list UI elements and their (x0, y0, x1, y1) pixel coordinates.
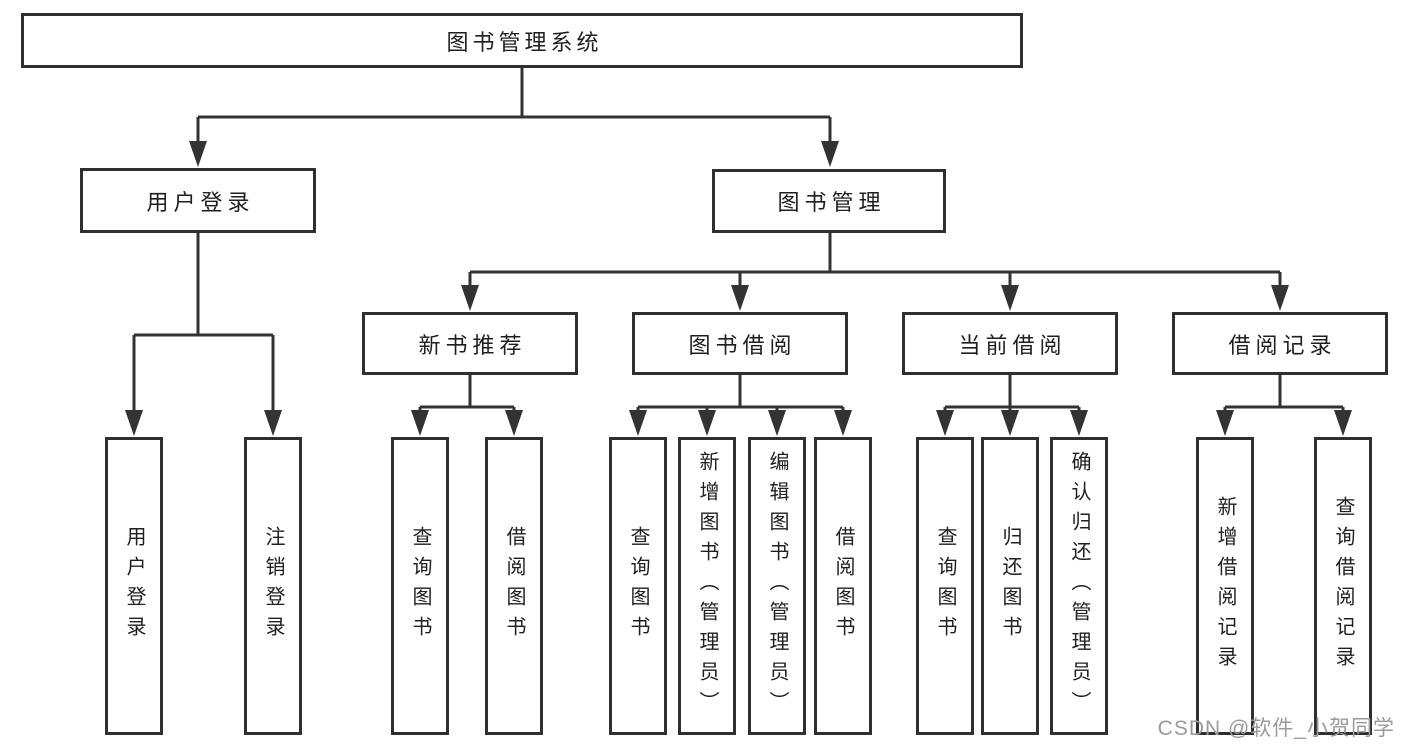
node-current-borrowing: 当前借阅 (902, 312, 1118, 375)
watermark: CSDN @软件_小贺同学 (1157, 717, 1395, 740)
leaf-label: 用户登录 (123, 526, 145, 646)
leaf-borrow-books: 借阅图书 (814, 437, 872, 735)
leaf-label: 编辑图书（管理员） (766, 451, 788, 721)
leaf-label: 查询图书 (934, 526, 956, 646)
node-library-management-system: 图书管理系统 (21, 13, 1023, 68)
leaf-label: 注销登录 (262, 526, 284, 646)
node-book-management: 图书管理 (712, 169, 946, 233)
leaf-query-books-borrowing: 查询图书 (609, 437, 667, 735)
node-label: 借阅记录 (1228, 332, 1337, 358)
leaf-label: 查询借阅记录 (1332, 496, 1354, 676)
node-borrowing-records: 借阅记录 (1172, 312, 1388, 375)
leaf-label: 借阅图书 (832, 526, 854, 646)
node-label: 图书借阅 (688, 332, 797, 358)
leaf-query-books-recommend: 查询图书 (391, 437, 449, 735)
leaf-add-borrow-record: 新增借阅记录 (1196, 437, 1254, 735)
leaf-return-books: 归还图书 (981, 437, 1039, 735)
node-label: 当前借阅 (958, 332, 1067, 358)
node-label: 图书管理 (777, 190, 886, 215)
leaf-edit-book-admin: 编辑图书（管理员） (748, 437, 806, 735)
leaf-borrow-books-recommend: 借阅图书 (485, 437, 543, 735)
leaf-label: 新增图书（管理员） (696, 451, 718, 721)
node-new-book-recommend: 新书推荐 (362, 312, 578, 375)
leaf-logout: 注销登录 (244, 437, 302, 735)
leaf-label: 确认归还（管理员） (1068, 451, 1090, 721)
node-label: 新书推荐 (418, 332, 527, 358)
leaf-query-borrow-record: 查询借阅记录 (1314, 437, 1372, 735)
leaf-add-book-admin: 新增图书（管理员） (678, 437, 736, 735)
node-book-borrowing: 图书借阅 (632, 312, 848, 375)
leaf-confirm-return-admin: 确认归还（管理员） (1050, 437, 1108, 735)
leaf-label: 归还图书 (999, 526, 1021, 646)
leaf-label: 查询图书 (627, 526, 649, 646)
leaf-label: 查询图书 (409, 526, 431, 646)
leaf-label: 借阅图书 (503, 526, 525, 646)
leaf-query-books-current: 查询图书 (916, 437, 974, 735)
node-user-login: 用户登录 (80, 168, 316, 233)
node-label: 图书管理系统 (446, 29, 603, 55)
node-label: 用户登录 (146, 189, 255, 215)
leaf-user-login: 用户登录 (105, 437, 163, 735)
leaf-label: 新增借阅记录 (1214, 496, 1236, 676)
